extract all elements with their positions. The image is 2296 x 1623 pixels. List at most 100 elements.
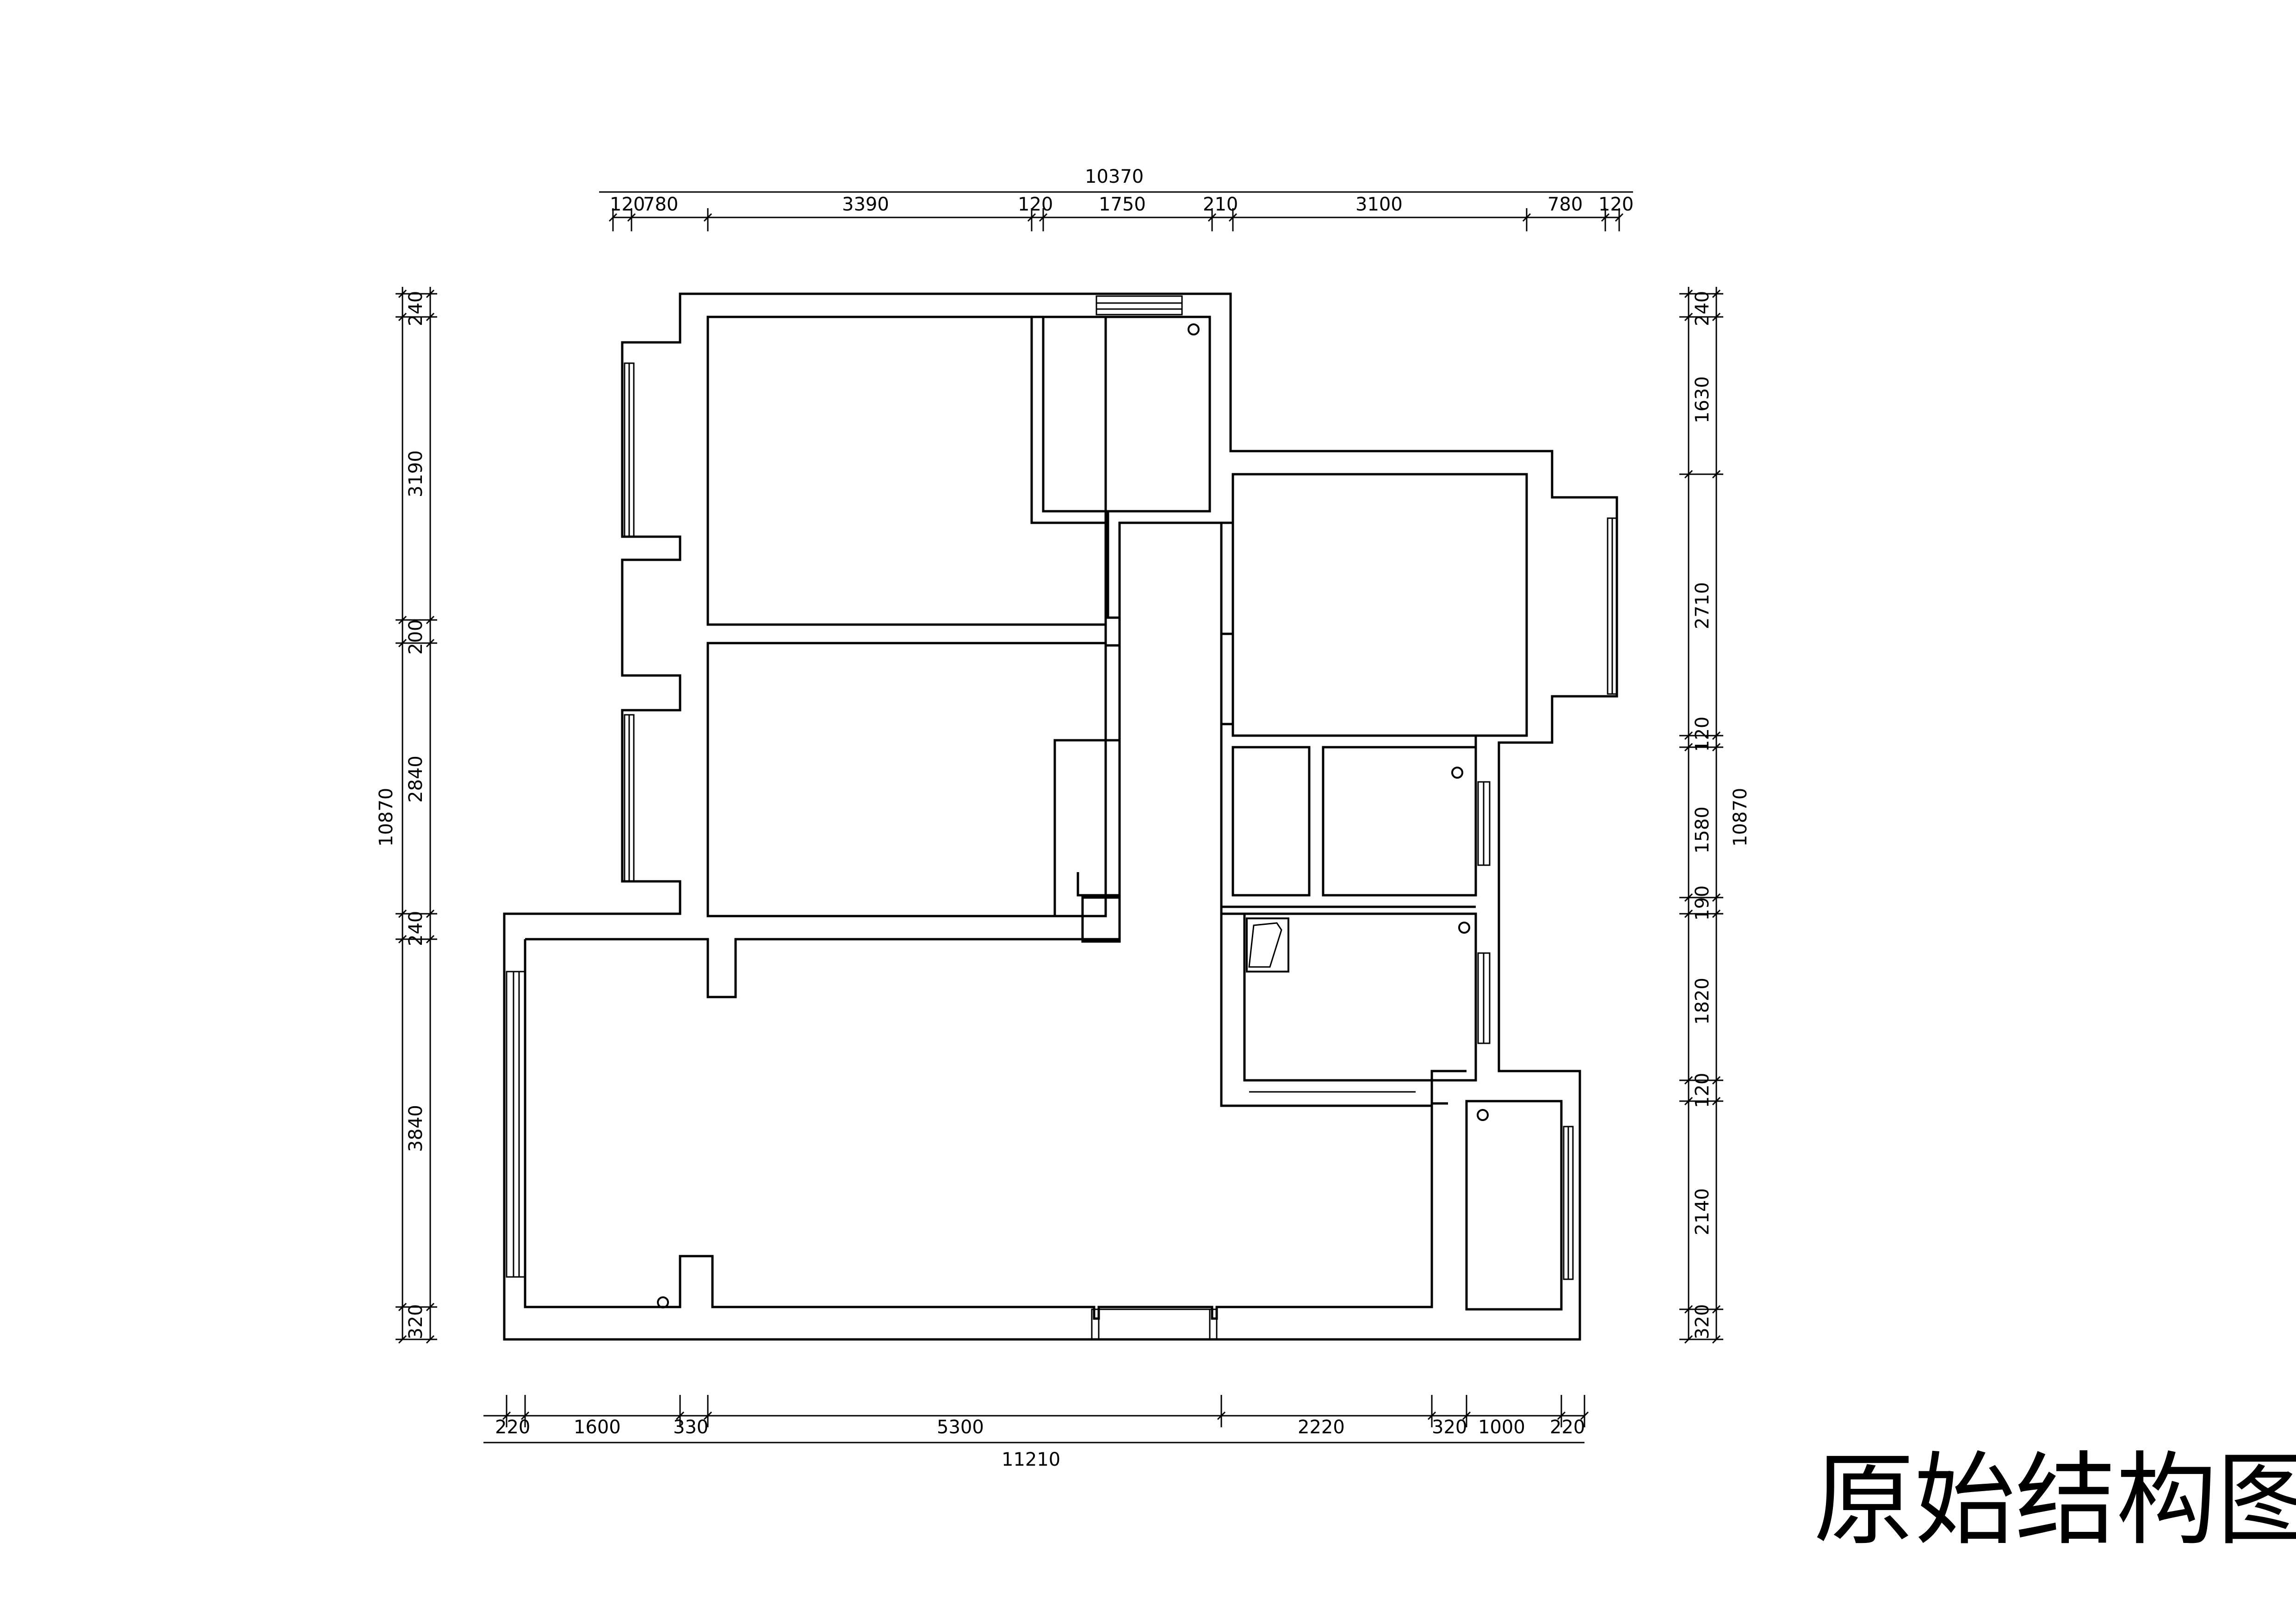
dimension-tick bbox=[502, 1411, 511, 1420]
dim-top-8: 120 bbox=[1598, 194, 1634, 215]
corridor bbox=[1118, 521, 1249, 1107]
dim-left-5: 3840 bbox=[405, 1105, 427, 1152]
dimension-tick bbox=[398, 638, 407, 648]
dim-right-6: 1820 bbox=[1692, 978, 1713, 1025]
dimension-tick bbox=[1712, 1076, 1721, 1085]
dim-bottom-3: 5300 bbox=[937, 1417, 984, 1438]
dim-top-total: 10370 bbox=[1085, 166, 1144, 187]
dimension-tick bbox=[426, 1335, 435, 1344]
dimension-tick bbox=[1684, 731, 1693, 740]
dim-right-0: 240 bbox=[1692, 291, 1713, 326]
room-closet bbox=[1232, 746, 1311, 897]
dimension-tick bbox=[1712, 909, 1721, 918]
dim-top-6: 3100 bbox=[1355, 194, 1403, 215]
dimension-tick bbox=[1684, 893, 1693, 902]
dim-top-3: 120 bbox=[1018, 194, 1053, 215]
dimension-tick bbox=[426, 289, 435, 298]
dim-bottom-4: 2220 bbox=[1298, 1417, 1345, 1438]
dimension-tick bbox=[1684, 1076, 1693, 1085]
dimension-tick bbox=[1557, 1411, 1566, 1420]
dimension-tick bbox=[426, 615, 435, 625]
dim-right-5: 190 bbox=[1692, 886, 1713, 921]
dim-right-7: 120 bbox=[1692, 1073, 1713, 1108]
dimension-tick bbox=[398, 1302, 407, 1312]
dimension-tick bbox=[1684, 312, 1693, 322]
dimension-tick bbox=[1712, 1305, 1721, 1314]
dimension-tick bbox=[1684, 909, 1693, 918]
dimension-tick bbox=[1684, 1096, 1693, 1106]
dimension-tick bbox=[398, 1335, 407, 1344]
dim-left-4: 240 bbox=[405, 911, 427, 946]
dim-right-2: 2710 bbox=[1692, 582, 1713, 629]
dim-top-5: 210 bbox=[1203, 194, 1238, 215]
dim-bottom-total: 11210 bbox=[1002, 1449, 1060, 1470]
dimension-ticks bbox=[396, 208, 1723, 1427]
dim-bottom-7: 220 bbox=[1550, 1417, 1585, 1438]
room-bedroom-2 bbox=[706, 642, 1107, 917]
dimension-tick bbox=[1580, 1411, 1589, 1420]
room-bedroom-1 bbox=[706, 316, 1107, 626]
inner-wall-living-2 bbox=[524, 939, 1448, 1320]
dimension-tick bbox=[398, 935, 407, 944]
dimension-tick bbox=[398, 909, 407, 918]
dimension-tick bbox=[1712, 470, 1721, 479]
dimension-tick bbox=[1427, 1411, 1436, 1420]
dimension-tick bbox=[1684, 743, 1693, 752]
dimension-lines bbox=[402, 191, 1717, 1443]
dimension-tick bbox=[675, 1411, 685, 1420]
dimension-tick bbox=[1601, 213, 1610, 222]
dim-top-4: 1750 bbox=[1099, 194, 1146, 215]
dim-top-7: 780 bbox=[1547, 194, 1583, 215]
dimension-tick bbox=[608, 213, 618, 222]
dimension-tick bbox=[426, 638, 435, 648]
dimension-tick bbox=[398, 615, 407, 625]
dim-bottom-2: 330 bbox=[673, 1417, 708, 1438]
dimension-tick bbox=[1217, 1411, 1226, 1420]
dim-bottom-5: 320 bbox=[1432, 1417, 1467, 1438]
dimension-tick bbox=[1684, 1305, 1693, 1314]
dimension-tick bbox=[1615, 213, 1624, 222]
dimension-tick bbox=[398, 312, 407, 322]
dimension-tick bbox=[1712, 1335, 1721, 1344]
dimension-tick bbox=[426, 312, 435, 322]
dimension-tick bbox=[1039, 213, 1048, 222]
dim-left-3: 2840 bbox=[405, 756, 427, 803]
dim-top-2: 3390 bbox=[842, 194, 889, 215]
dimension-tick bbox=[1712, 1096, 1721, 1106]
dim-right-4: 1580 bbox=[1692, 806, 1713, 854]
dim-right-1: 1630 bbox=[1692, 376, 1713, 423]
room-top-middle bbox=[1042, 316, 1211, 513]
dimension-tick bbox=[398, 289, 407, 298]
dimension-tick bbox=[703, 213, 712, 222]
dimension-tick bbox=[520, 1411, 530, 1420]
room-bedroom-3 bbox=[1232, 473, 1528, 737]
dimension-tick bbox=[1207, 213, 1217, 222]
dimension-tick bbox=[426, 1302, 435, 1312]
dimension-tick bbox=[1712, 312, 1721, 322]
dim-top-1: 780 bbox=[643, 194, 678, 215]
drawing-title: 原始结构图 bbox=[1813, 1442, 2296, 1559]
dimension-tick bbox=[1712, 731, 1721, 740]
dimension-tick bbox=[1712, 289, 1721, 298]
inner-wall-living bbox=[525, 872, 1121, 998]
dimension-tick bbox=[627, 213, 636, 222]
room-balcony bbox=[1465, 1100, 1563, 1311]
dim-left-2: 200 bbox=[405, 619, 427, 655]
room-bath-1 bbox=[1322, 746, 1477, 897]
window-lines bbox=[506, 295, 1618, 1340]
dim-bottom-6: 1000 bbox=[1478, 1417, 1525, 1438]
room-bath-2 bbox=[1243, 912, 1477, 1082]
dimension-tick bbox=[1027, 213, 1036, 222]
dimension-tick bbox=[1684, 1335, 1693, 1344]
dimension-tick bbox=[1228, 213, 1238, 222]
dimension-tick bbox=[1712, 743, 1721, 752]
outer-wall bbox=[503, 292, 1618, 1341]
dim-right-9: 320 bbox=[1692, 1304, 1713, 1339]
dimension-tick bbox=[1684, 470, 1693, 479]
dimension-tick bbox=[1712, 893, 1721, 902]
dimension-tick bbox=[1462, 1411, 1471, 1420]
dim-left-6: 320 bbox=[405, 1304, 427, 1339]
dimension-tick bbox=[1684, 289, 1693, 298]
dimension-tick bbox=[703, 1411, 712, 1420]
